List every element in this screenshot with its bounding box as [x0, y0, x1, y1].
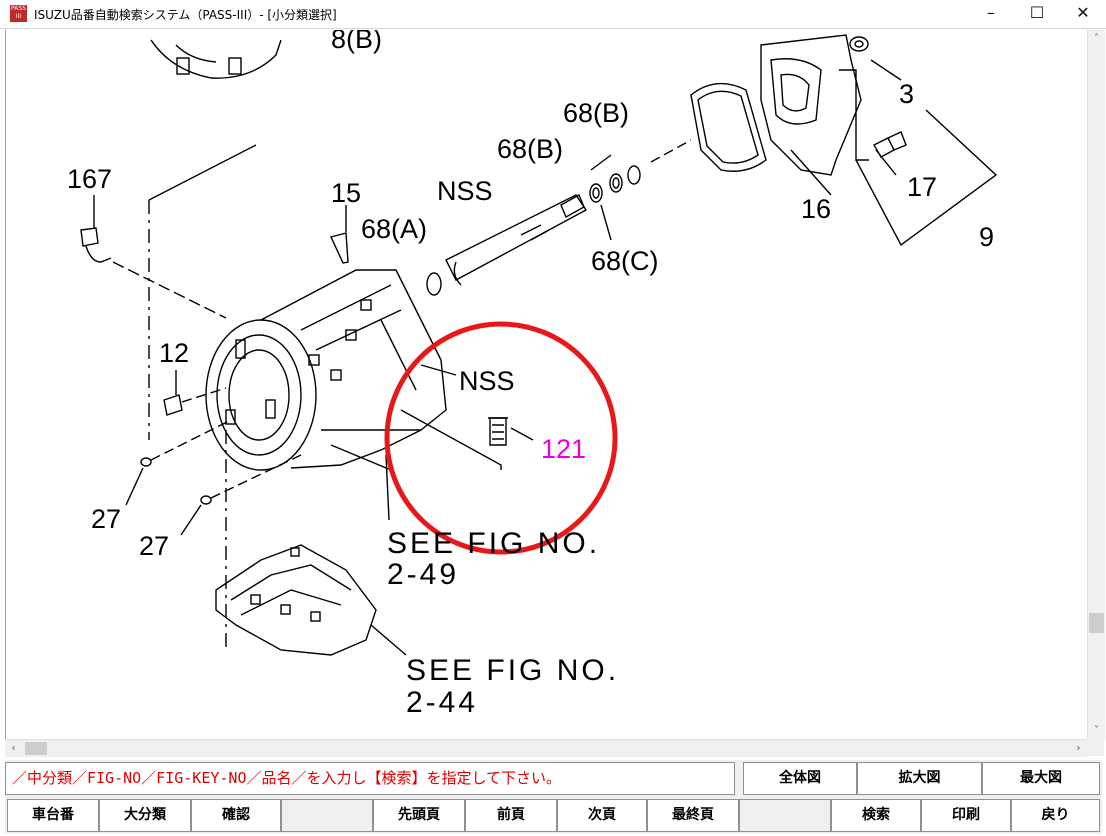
- full-view-button[interactable]: 全体図: [743, 762, 857, 795]
- next-page-button[interactable]: 次頁: [557, 799, 647, 832]
- label-see-fig-2-44: SEE FIG NO.: [406, 654, 619, 687]
- label-see-fig-2-49: SEE FIG NO.: [387, 527, 600, 560]
- label-68c: 68(C): [591, 246, 659, 276]
- label-27-right: 27: [139, 531, 169, 561]
- app-logo-icon[interactable]: PASS III: [10, 5, 27, 22]
- window-title: ISUZU品番自動検索システム（PASS-III）- [小分類選択]: [34, 8, 337, 22]
- label-3: 3: [899, 79, 914, 109]
- title-bar: PASS III ISUZU品番自動検索システム（PASS-III）- [小分類…: [0, 0, 1106, 29]
- label-27-left: 27: [91, 504, 121, 534]
- label-fig-2-44: 2-44: [406, 686, 478, 719]
- label-nss-mid: NSS: [459, 366, 515, 396]
- label-9: 9: [979, 222, 994, 252]
- vertical-scrollbar[interactable]: ˄ ˅: [1087, 30, 1105, 739]
- label-nss-top: NSS: [437, 176, 493, 206]
- zoom-view-button[interactable]: 拡大図: [857, 762, 982, 795]
- chevron-right-icon[interactable]: ›: [1076, 743, 1081, 754]
- chevron-down-icon[interactable]: ˅: [1094, 725, 1099, 736]
- label-68a: 68(A): [361, 214, 427, 244]
- label-167: 167: [67, 164, 112, 194]
- label-68b: 68(B): [497, 134, 563, 164]
- label-121: 121: [541, 434, 586, 464]
- empty-button-slot: [281, 799, 373, 832]
- back-button[interactable]: 戻り: [1011, 799, 1100, 832]
- horizontal-scroll-thumb[interactable]: [25, 742, 47, 755]
- empty-button-slot: [739, 799, 831, 832]
- chevron-up-icon[interactable]: ˄: [1094, 33, 1099, 44]
- close-button[interactable]: ✕: [1076, 3, 1090, 22]
- first-page-button[interactable]: 先頭頁: [373, 799, 465, 832]
- chevron-left-icon[interactable]: ‹: [11, 743, 16, 754]
- label-15: 15: [331, 178, 361, 208]
- max-view-button[interactable]: 最大図: [982, 762, 1100, 795]
- print-button[interactable]: 印刷: [921, 799, 1011, 832]
- major-category-button[interactable]: 大分類: [99, 799, 191, 832]
- search-button[interactable]: 検索: [831, 799, 921, 832]
- label-16: 16: [801, 194, 831, 224]
- instruction-message: ／中分類／FIG-NO／FIG-KEY-NO／品名／を入力し【検索】を指定して下…: [5, 762, 735, 795]
- label-fig-2-49: 2-49: [387, 558, 459, 591]
- scrollbar-corner: [1087, 739, 1104, 756]
- parts-diagram-viewport[interactable]: 8(B) 3 68(B) 68(B) 167 15 NSS 68(A) 16 1…: [5, 30, 1088, 739]
- parts-diagram[interactable]: 8(B) 3 68(B) 68(B) 167 15 NSS 68(A) 16 1…: [6, 30, 1088, 739]
- minimize-button[interactable]: –: [987, 3, 995, 22]
- label-12: 12: [159, 338, 189, 368]
- horizontal-scrollbar[interactable]: ‹ ›: [5, 739, 1087, 757]
- maximize-button[interactable]: ☐: [1029, 3, 1045, 22]
- last-page-button[interactable]: 最終頁: [647, 799, 739, 832]
- chassis-number-button[interactable]: 車台番: [7, 799, 99, 832]
- label-68b-top: 68(B): [563, 98, 629, 128]
- label-17: 17: [907, 172, 937, 202]
- highlight-circle: [384, 321, 618, 555]
- label-8b: 8(B): [331, 30, 382, 54]
- confirm-button[interactable]: 確認: [191, 799, 281, 832]
- previous-page-button[interactable]: 前頁: [465, 799, 557, 832]
- vertical-scroll-thumb[interactable]: [1089, 613, 1104, 633]
